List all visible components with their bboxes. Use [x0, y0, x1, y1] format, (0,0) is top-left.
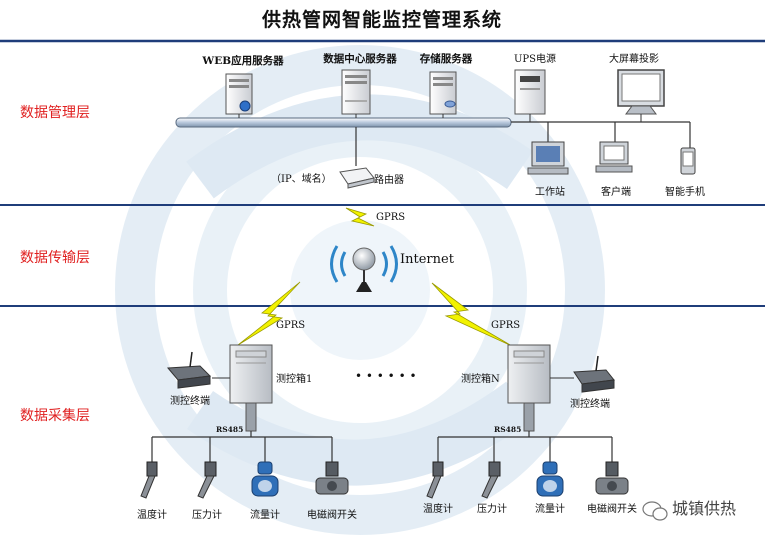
projector-screen-icon: [617, 69, 665, 122]
sensor-label-thermometer-left: 温度计: [137, 508, 167, 521]
router-label: 路由器: [374, 173, 404, 186]
smartphone-label: 智能手机: [665, 185, 705, 198]
control-box-left-icon: [212, 344, 273, 432]
box-ellipsis: • • • • • •: [355, 369, 417, 383]
ups-power-icon: [514, 69, 546, 122]
layer-label-collection: 数据采集层: [20, 407, 90, 424]
watermark-text: 城镇供热: [672, 499, 736, 518]
network-bus: [175, 117, 512, 128]
pressure-gauge-icon: [481, 461, 501, 499]
datacenter-server-icon: [341, 69, 371, 118]
thermometer-icon: [140, 461, 158, 499]
thermometer-icon: [426, 461, 444, 499]
sensor-bus-right: [437, 431, 613, 462]
router-icon: [339, 167, 375, 189]
workstation-icon: [527, 141, 569, 175]
internet-antenna-icon: [330, 245, 398, 292]
storage-server-icon: [429, 71, 457, 118]
workstation-label: 工作站: [535, 185, 565, 198]
rs485-left-label: RS485: [216, 425, 243, 434]
layer-label-management: 数据管理层: [20, 105, 90, 121]
projector-screen-label: 大屏幕投影: [609, 52, 659, 65]
sensor-label-pressure-left: 压力计: [192, 508, 222, 521]
gprs-label-right: GPRS: [491, 320, 520, 331]
gprs-lightning-top: [345, 207, 375, 227]
solenoid-valve-icon: [595, 461, 629, 495]
gprs-label-left: GPRS: [276, 320, 305, 331]
sensor-label-valve-left: 电磁阀开关: [307, 508, 357, 521]
flow-meter-icon: [536, 461, 564, 497]
terminal-left-label: 测控终端: [170, 394, 210, 407]
terminal-left-icon: [166, 351, 212, 389]
web-server-label: WEB应用服务器: [201, 54, 284, 67]
gprs-label-top: GPRS: [376, 212, 405, 223]
layer-label-transmission: 数据传输层: [20, 250, 90, 266]
pressure-gauge-icon: [197, 461, 217, 499]
client-pc-icon: [595, 141, 633, 173]
ups-power-label: UPS电源: [514, 52, 556, 65]
flow-meter-icon: [251, 461, 279, 497]
gprs-lightning-left: [237, 281, 301, 346]
internet-label: Internet: [400, 252, 455, 267]
sensor-bus-left: [151, 431, 333, 462]
storage-server-label: 存储服务器: [420, 52, 473, 65]
control-box-left-label: 测控箱1: [276, 372, 312, 385]
solenoid-valve-icon: [315, 461, 349, 495]
page-title: 供热管网智能监控管理系统: [261, 8, 502, 31]
sensor-label-flow-right: 流量计: [535, 502, 565, 515]
sensor-label-flow-left: 流量计: [250, 508, 280, 521]
sensor-label-valve-right: 电磁阀开关: [587, 502, 637, 515]
terminal-right-icon: [573, 355, 615, 393]
wechat-watermark-icon: [642, 501, 668, 521]
web-server-icon: [225, 73, 253, 118]
control-box-right-icon: [507, 344, 574, 432]
sensor-label-pressure-right: 压力计: [477, 502, 507, 515]
smartphone-icon: [680, 147, 696, 175]
rs485-right-label: RS485: [494, 425, 521, 434]
client-pc-label: 客户端: [601, 185, 631, 198]
sensor-label-thermometer-right: 温度计: [423, 502, 453, 515]
router-note: （IP、域名）: [271, 172, 332, 185]
terminal-right-label: 测控终端: [570, 397, 610, 410]
datacenter-server-label: 数据中心服务器: [322, 52, 397, 65]
control-box-right-label: 测控箱N: [461, 372, 500, 385]
